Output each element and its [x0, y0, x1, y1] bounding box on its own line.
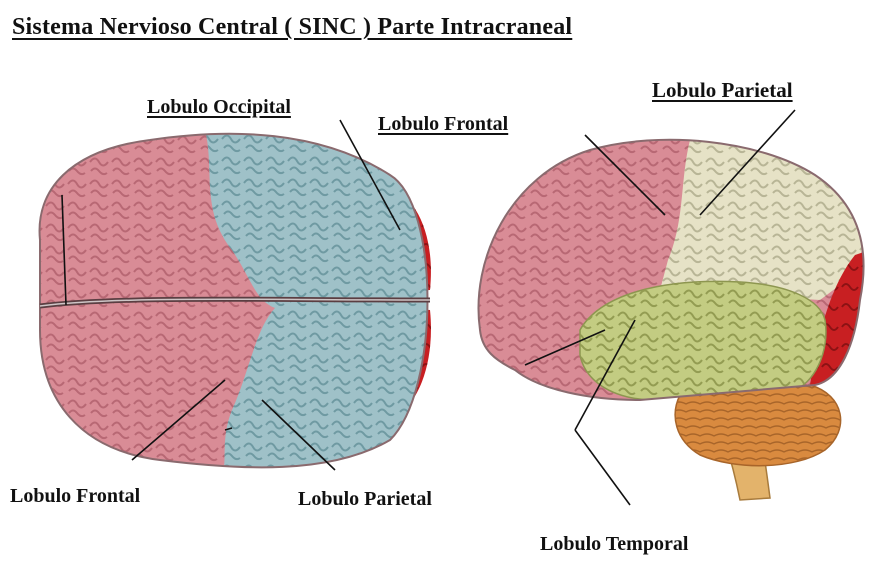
label-top-occipital: Lobulo Occipital: [147, 96, 291, 119]
top-view-brain: [30, 120, 460, 480]
side-view-brain: [470, 130, 870, 500]
label-temporal: Lobulo Temporal: [540, 533, 688, 556]
label-top-frontal: Lobulo Frontal: [378, 113, 508, 136]
label-side-parietal: Lobulo Parietal: [652, 78, 793, 103]
label-bottom-parietal: Lobulo Parietal: [298, 488, 432, 511]
label-bottom-frontal: Lobulo Frontal: [10, 485, 140, 508]
